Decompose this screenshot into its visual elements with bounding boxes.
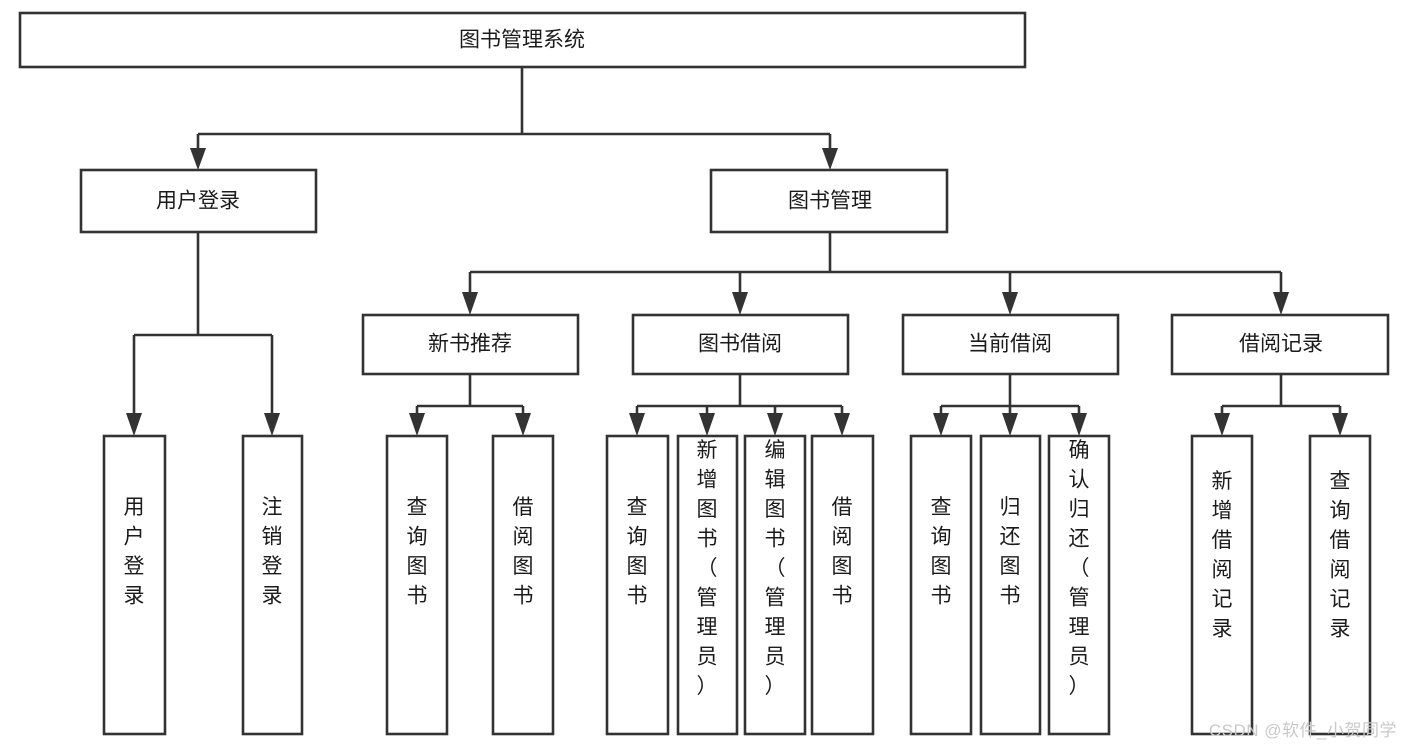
- node-borrow-record[interactable]: 借阅记录: [1170, 313, 1390, 376]
- node-root[interactable]: 图书管理系统: [18, 11, 1027, 69]
- node-leaf-return-book-label: 归还图书: [1000, 496, 1021, 608]
- node-leaf-add-record-box[interactable]: [1190, 434, 1254, 736]
- node-leaf-user-login-box[interactable]: [102, 434, 167, 736]
- node-leaf-user-login-label: 用户登录: [124, 496, 145, 608]
- arrow-to-leaf-query-book-1: [409, 413, 425, 436]
- arrow-to-book-management: [822, 148, 838, 170]
- node-root-label: 图书管理系统: [459, 29, 585, 52]
- arrow-to-leaf-return-book: [1002, 413, 1018, 436]
- node-new-book-recommend[interactable]: 新书推荐: [361, 313, 580, 376]
- arrow-to-leaf-add-record: [1214, 413, 1230, 436]
- node-new-book-recommend-box[interactable]: [361, 313, 580, 376]
- node-book-management[interactable]: 图书管理: [709, 168, 949, 234]
- node-book-borrow-label: 图书借阅: [698, 333, 782, 356]
- node-current-borrow-box[interactable]: [901, 313, 1120, 376]
- arrow-to-leaf-add-book: [699, 413, 715, 436]
- node-book-management-label: 图书管理: [788, 190, 872, 213]
- node-borrow-record-label: 借阅记录: [1239, 333, 1323, 356]
- arrow-to-leaf-borrow-book-1: [515, 413, 531, 436]
- node-leaf-borrow-book-1[interactable]: 借阅图书: [491, 434, 555, 736]
- node-leaf-edit-book[interactable]: 编辑图书（管理员）: [743, 434, 807, 736]
- node-leaf-borrow-book-1-box[interactable]: [491, 434, 555, 736]
- node-current-borrow-label: 当前借阅: [968, 333, 1052, 356]
- arrow-to-borrow-record: [1273, 292, 1289, 315]
- node-leaf-user-login[interactable]: 用户登录: [102, 434, 167, 736]
- arrow-to-user-login: [190, 148, 206, 170]
- node-root-box[interactable]: [18, 11, 1027, 69]
- arrow-to-leaf-query-record: [1332, 413, 1348, 436]
- node-leaf-query-book-3-label: 查询图书: [931, 496, 952, 608]
- node-leaf-query-book-3-box[interactable]: [909, 434, 973, 736]
- connector-layer: [126, 67, 1348, 436]
- node-leaf-add-book-box[interactable]: [676, 434, 739, 736]
- arrow-to-book-borrow: [732, 292, 748, 315]
- node-leaf-query-book-3[interactable]: 查询图书: [909, 434, 973, 736]
- node-leaf-add-record-label: 新增借阅记录: [1212, 470, 1233, 641]
- node-leaf-query-book-1-box[interactable]: [385, 434, 449, 736]
- node-leaf-query-record-box[interactable]: [1308, 434, 1372, 736]
- node-book-borrow[interactable]: 图书借阅: [631, 313, 850, 376]
- node-leaf-confirm-return[interactable]: 确认归还（管理员）: [1047, 434, 1111, 736]
- node-user-login[interactable]: 用户登录: [79, 168, 318, 234]
- node-leaf-query-record[interactable]: 查询借阅记录: [1308, 434, 1372, 736]
- arrow-to-new-book-recommend: [462, 292, 478, 315]
- node-leaf-return-book-box[interactable]: [979, 434, 1042, 736]
- node-leaf-query-book-2-box[interactable]: [605, 434, 670, 736]
- node-borrow-record-box[interactable]: [1170, 313, 1390, 376]
- node-user-login-label: 用户登录: [156, 190, 240, 213]
- node-leaf-confirm-return-label: 确认归还（管理员）: [1069, 439, 1090, 698]
- arrow-to-current-borrow: [1002, 292, 1018, 315]
- node-leaf-borrow-book-2-box[interactable]: [810, 434, 875, 736]
- node-leaf-return-book[interactable]: 归还图书: [979, 434, 1042, 736]
- node-leaf-query-record-label: 查询借阅记录: [1330, 470, 1351, 641]
- node-leaf-add-record[interactable]: 新增借阅记录: [1190, 434, 1254, 736]
- node-leaf-query-book-2[interactable]: 查询图书: [605, 434, 670, 736]
- arrow-to-leaf-user-login: [126, 413, 142, 436]
- arrow-to-leaf-query-book-2: [629, 413, 645, 436]
- arrow-to-leaf-borrow-book-2: [834, 413, 850, 436]
- node-leaf-logout-label: 注销登录: [262, 496, 283, 608]
- arrow-to-leaf-logout: [264, 413, 280, 436]
- node-leaf-query-book-1-label: 查询图书: [407, 496, 428, 608]
- arrow-to-leaf-edit-book: [767, 413, 783, 436]
- node-leaf-add-book[interactable]: 新增图书（管理员）: [676, 434, 739, 736]
- node-leaf-add-book-label: 新增图书（管理员）: [697, 439, 718, 698]
- node-new-book-recommend-label: 新书推荐: [428, 333, 512, 356]
- node-leaf-edit-book-box[interactable]: [743, 434, 807, 736]
- node-book-management-box[interactable]: [709, 168, 949, 234]
- node-leaf-query-book-1[interactable]: 查询图书: [385, 434, 449, 736]
- node-leaf-borrow-book-1-label: 借阅图书: [513, 496, 534, 608]
- node-user-login-box[interactable]: [79, 168, 318, 234]
- arrow-to-leaf-confirm-return: [1071, 413, 1087, 436]
- node-leaf-logout[interactable]: 注销登录: [241, 434, 304, 736]
- node-leaf-borrow-book-2-label: 借阅图书: [832, 496, 853, 608]
- node-book-borrow-box[interactable]: [631, 313, 850, 376]
- node-leaf-edit-book-label: 编辑图书（管理员）: [765, 439, 786, 698]
- node-leaf-logout-box[interactable]: [241, 434, 304, 736]
- node-leaf-confirm-return-box[interactable]: [1047, 434, 1111, 736]
- node-leaf-borrow-book-2[interactable]: 借阅图书: [810, 434, 875, 736]
- arrow-to-leaf-query-book-3: [933, 413, 949, 436]
- node-leaf-query-book-2-label: 查询图书: [627, 496, 648, 608]
- node-current-borrow[interactable]: 当前借阅: [901, 313, 1120, 376]
